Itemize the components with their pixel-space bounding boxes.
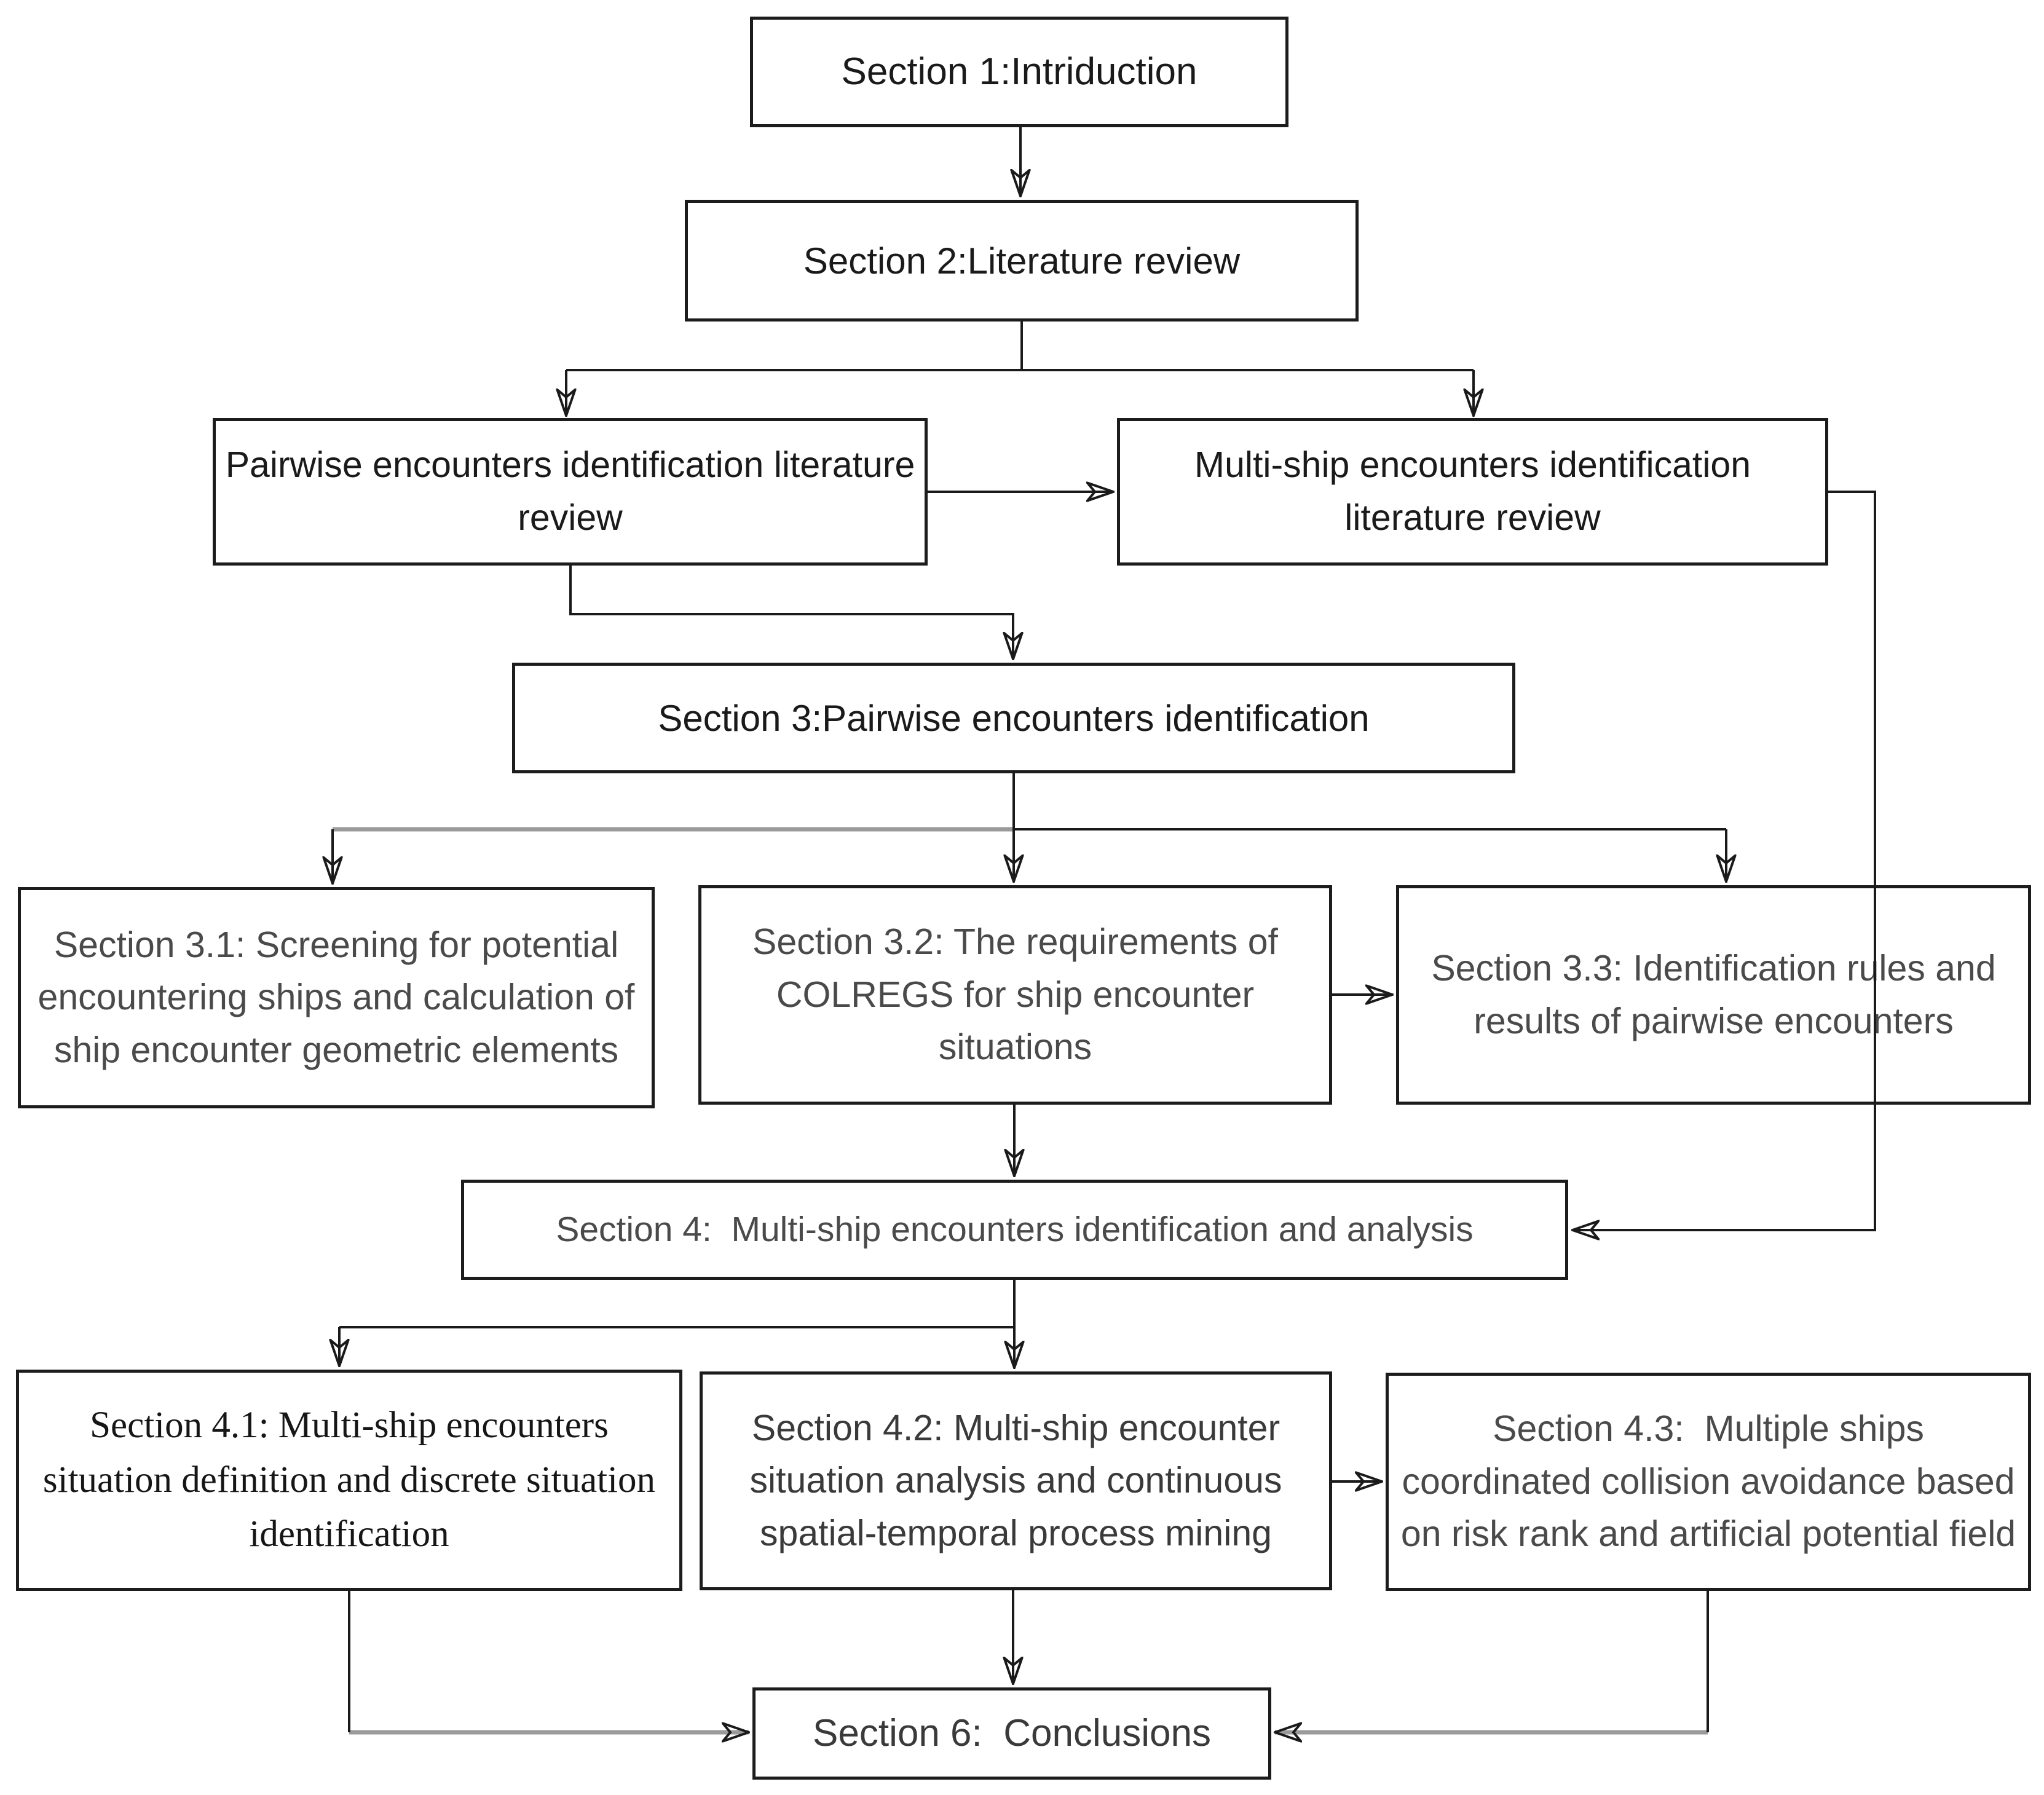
edge-multi-to-s4 <box>1572 491 1876 1230</box>
node-section-3-1: Section 3.1: Screening for potential enc… <box>18 887 655 1108</box>
node-section-4-label: Section 4: Multi-ship encounters identif… <box>556 1210 1474 1250</box>
node-section-6: Section 6: Conclusions <box>752 1687 1271 1780</box>
node-section-4-3-label: Section 4.3: Multiple ships coordinated … <box>1400 1408 2025 1555</box>
node-section-4-2-label: Section 4.2: Multi-ship encounter situat… <box>749 1407 1292 1553</box>
node-section-3-3: Section 3.3: Identification rules and re… <box>1396 885 2031 1105</box>
node-section-3-label: Section 3:Pairwise encounters identifica… <box>658 697 1370 739</box>
node-pairwise-literature-review-label: Pairwise encounters identification liter… <box>225 444 925 538</box>
edge-s2-branch <box>566 322 1474 371</box>
node-section-3-3-label: Section 3.3: Identification rules and re… <box>1431 947 2007 1041</box>
node-section-4-1: Section 4.1: Multi-ship encounters situa… <box>16 1370 682 1591</box>
node-section-4: Section 4: Multi-ship encounters identif… <box>461 1180 1568 1280</box>
node-section-3-1-label: Section 3.1: Screening for potential enc… <box>37 924 645 1070</box>
node-section-4-2: Section 4.2: Multi-ship encounter situat… <box>700 1371 1332 1590</box>
node-section-3-2-label: Section 3.2: The requirements of COLREGS… <box>752 921 1288 1068</box>
node-section-2-label: Section 2:Literature review <box>803 240 1241 282</box>
node-section-4-3: Section 4.3: Multiple ships coordinated … <box>1386 1373 2031 1591</box>
node-section-3: Section 3:Pairwise encounters identifica… <box>512 663 1515 773</box>
node-multiship-literature-review: Multi-ship encounters identification lit… <box>1117 418 1828 566</box>
node-multiship-literature-review-label: Multi-ship encounters identification lit… <box>1194 444 1761 538</box>
node-section-4-1-label: Section 4.1: Multi-ship encounters situa… <box>42 1405 665 1555</box>
node-section-6-label: Section 6: Conclusions <box>813 1712 1211 1755</box>
edge-pairwise-to-s3 <box>569 566 1013 659</box>
node-section-3-2: Section 3.2: The requirements of COLREGS… <box>698 885 1332 1105</box>
node-section-2: Section 2:Literature review <box>685 200 1359 322</box>
node-section-1: Section 1:Intriduction <box>750 17 1288 127</box>
node-section-1-label: Section 1:Intriduction <box>841 50 1198 93</box>
node-pairwise-literature-review: Pairwise encounters identification liter… <box>213 418 928 566</box>
